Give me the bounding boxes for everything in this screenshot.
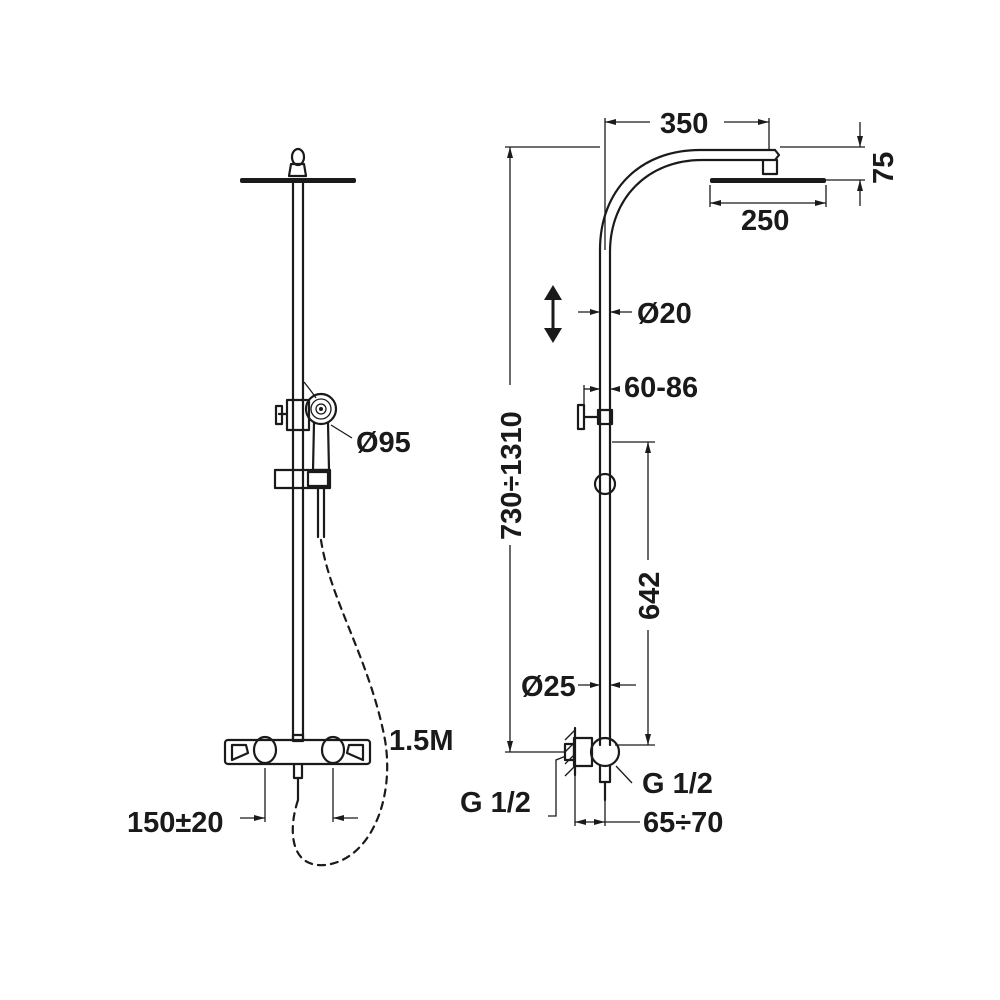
wall-offset-label: 65÷70	[643, 807, 723, 839]
side-slider-ball	[593, 472, 617, 496]
handshower-diameter-dimension: Ø95	[330, 424, 411, 459]
hose-length-label: 1.5M	[389, 725, 453, 757]
front-shower-column	[291, 180, 305, 742]
head-height-dimension: 75	[780, 122, 900, 206]
holder-range-label: 60-86	[624, 372, 698, 404]
outlet-connection-dimension: G 1/2	[615, 765, 713, 800]
side-holder-knob	[576, 403, 614, 431]
wall-connection-label: G 1/2	[460, 787, 531, 819]
wall-offset-dimension: 65÷70	[574, 775, 723, 839]
side-view: 350 75 250 Ø20	[460, 108, 900, 839]
side-mixer-body	[563, 726, 621, 802]
wall-connection-dimension: G 1/2	[460, 755, 567, 819]
rail-length-dimension: 642	[612, 441, 666, 746]
front-slider	[273, 468, 332, 490]
front-handshower-holder	[274, 398, 311, 432]
holder-range-dimension: 60-86	[583, 372, 698, 405]
head-height-label: 75	[868, 152, 900, 184]
head-diameter-dimension: 250	[709, 185, 827, 237]
arm-reach-dimension: 350	[604, 108, 770, 250]
front-head-shower	[240, 147, 356, 183]
lower-pipe-diameter-dimension: Ø25	[521, 671, 636, 703]
front-thermostatic-mixer	[223, 733, 372, 802]
head-diameter-label: 250	[741, 205, 789, 237]
side-shower-column	[598, 148, 781, 747]
outlet-connection-label: G 1/2	[642, 768, 713, 800]
height-range-label: 730÷1310	[496, 411, 528, 540]
upper-pipe-diameter-dimension: Ø20	[578, 298, 692, 330]
rail-length-label: 642	[634, 572, 666, 620]
inlet-spacing-dimension: 150±20	[127, 768, 358, 839]
front-hose	[291, 486, 389, 867]
upper-pipe-diameter-label: Ø20	[637, 298, 692, 330]
height-range-dimension: 730÷1310	[496, 146, 600, 753]
side-head-shower	[710, 158, 826, 183]
inlet-spacing-label: 150±20	[127, 807, 224, 839]
lower-pipe-diameter-label: Ø25	[521, 671, 576, 703]
front-view: Ø95 1.5M 150±20	[127, 147, 453, 867]
arm-reach-label: 350	[660, 108, 708, 140]
height-adjust-arrow-icon	[544, 285, 562, 343]
handshower-diameter-label: Ø95	[356, 427, 411, 459]
